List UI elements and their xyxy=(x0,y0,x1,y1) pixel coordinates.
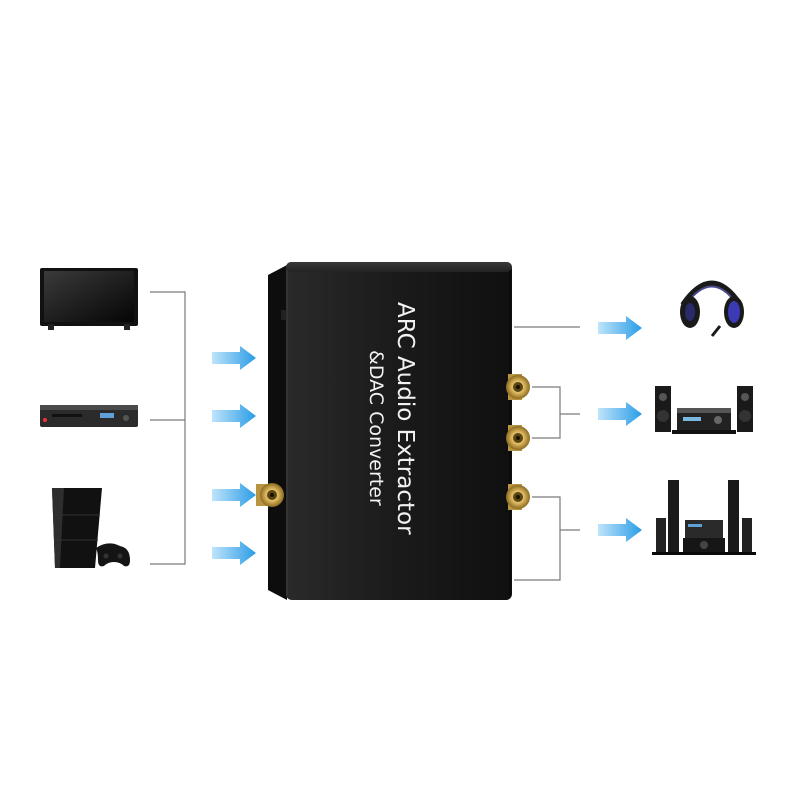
input-connector-lines xyxy=(150,291,186,565)
output-connector-lines xyxy=(514,326,580,581)
output-arrow xyxy=(598,316,642,340)
input-arrow xyxy=(212,404,256,428)
device-subtitle: &DAC Converter xyxy=(365,350,387,506)
input-arrow xyxy=(212,346,256,370)
coaxial-input-jack xyxy=(256,483,284,507)
output-arrow xyxy=(598,518,642,542)
arc-audio-extractor-device: ARC Audio Extractor &DAC Converter xyxy=(256,262,530,600)
game-console-icon xyxy=(52,488,130,568)
stereo-system-icon xyxy=(655,386,753,434)
surround-speakers-icon xyxy=(652,480,756,555)
output-arrow xyxy=(598,402,642,426)
rca-output-jack xyxy=(506,484,530,510)
input-arrow xyxy=(212,541,256,565)
input-arrow xyxy=(212,483,256,507)
headphones-icon xyxy=(680,280,744,337)
rca-output-jack xyxy=(506,374,530,400)
device-title: ARC Audio Extractor xyxy=(392,302,418,535)
tv-icon xyxy=(40,268,138,330)
rca-output-jack xyxy=(506,425,530,451)
dvd-player-icon xyxy=(40,405,138,427)
